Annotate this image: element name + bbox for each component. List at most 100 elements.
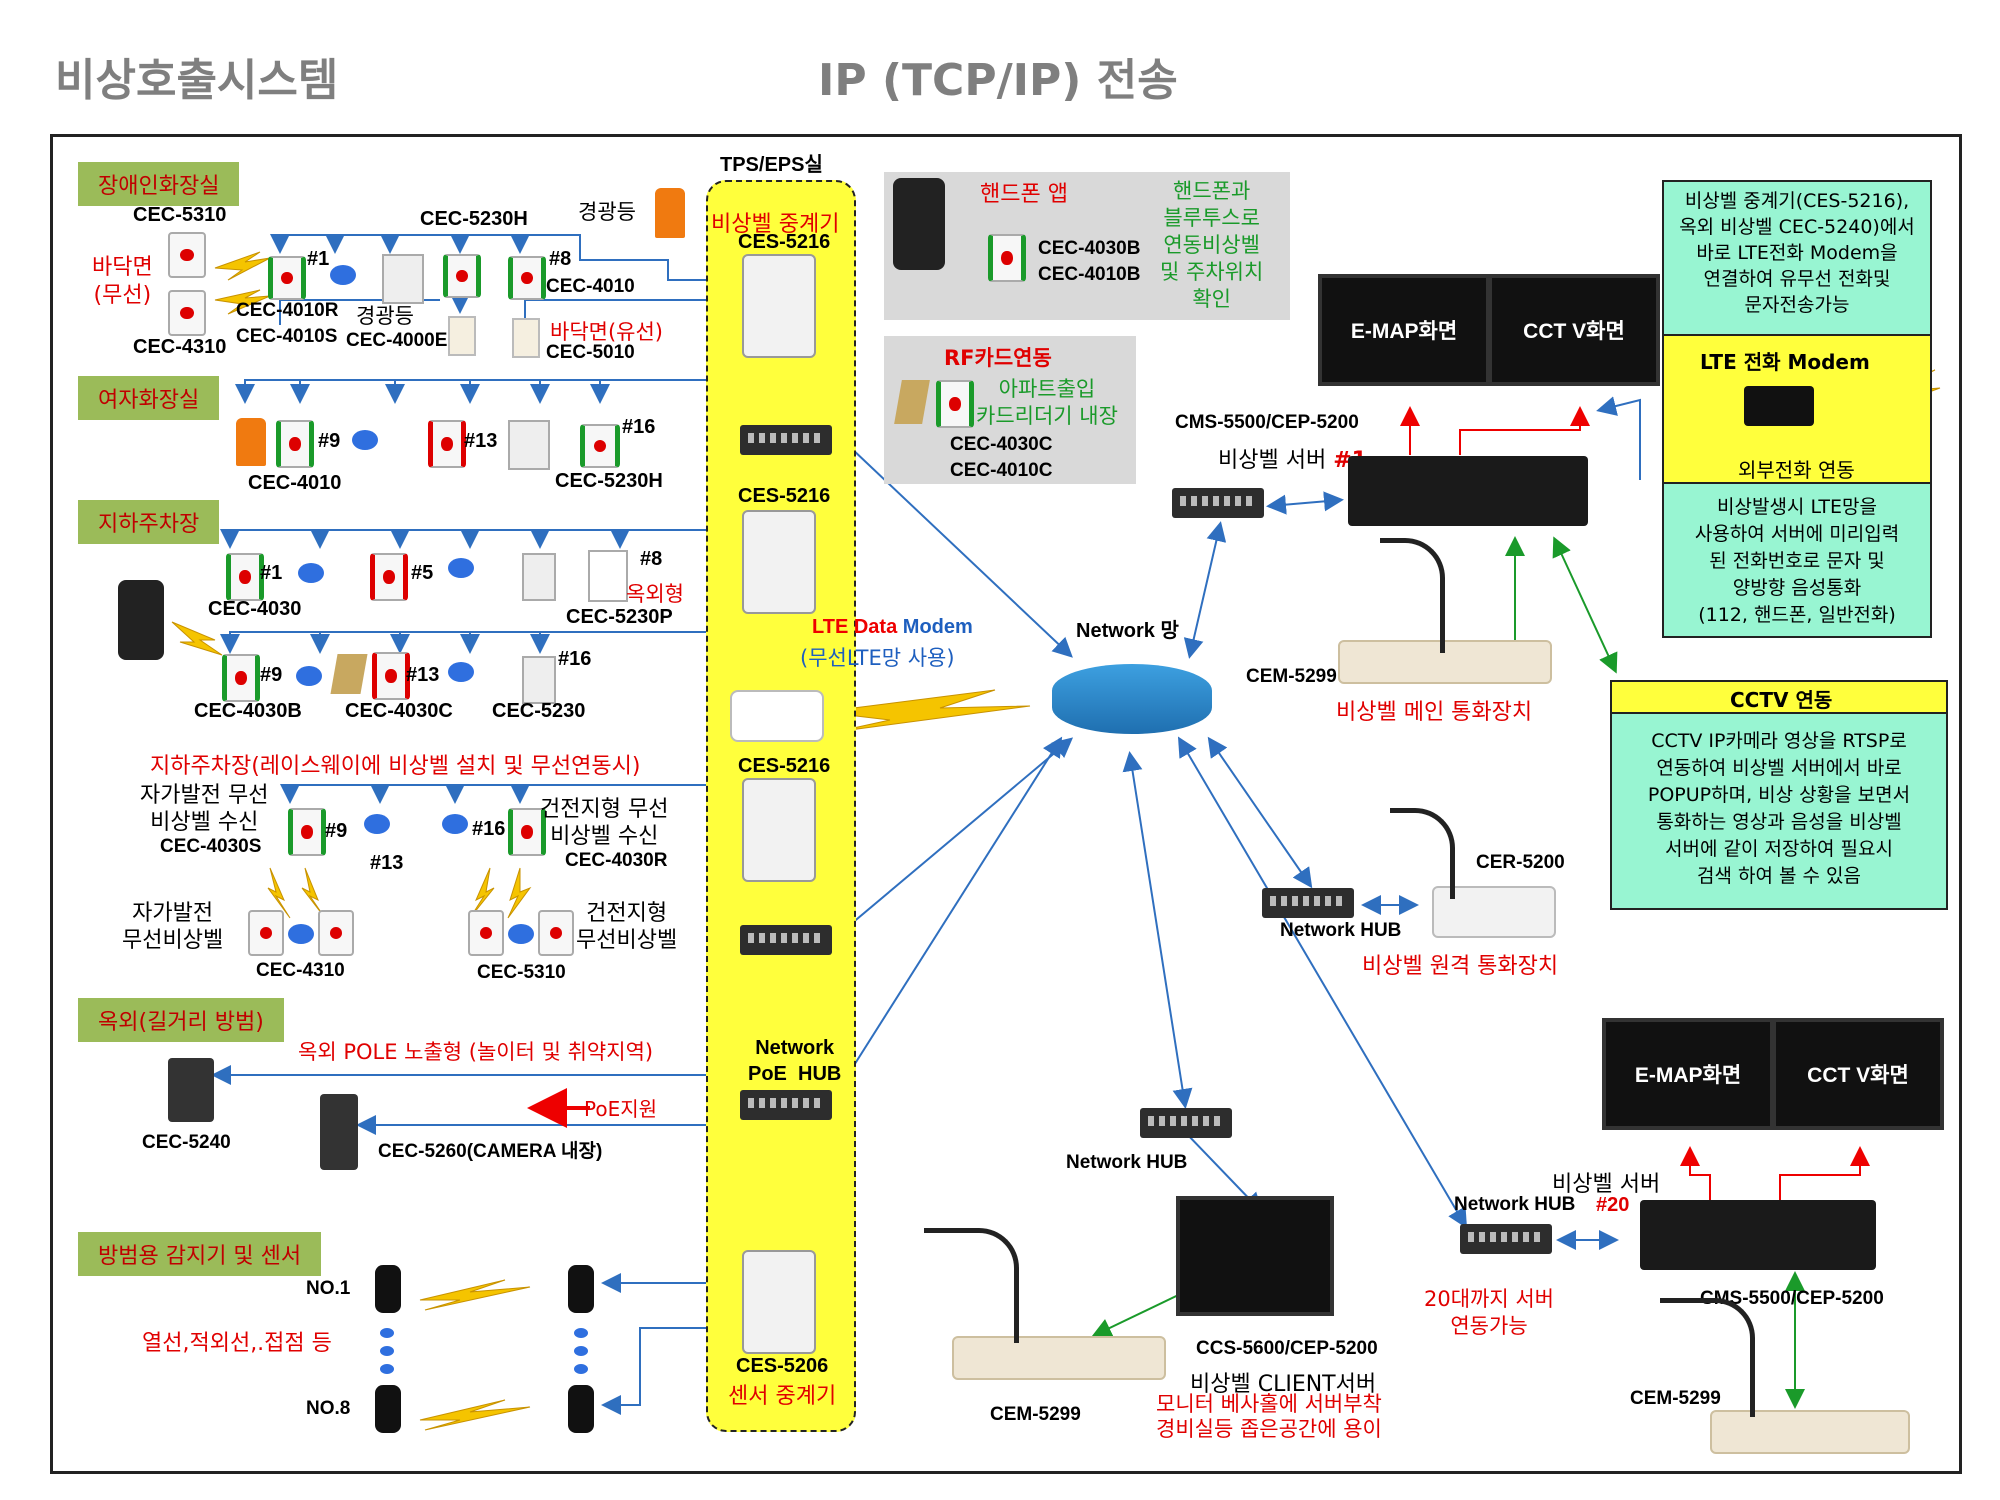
cec4000e-device xyxy=(448,316,476,356)
lte-modem-title: LTE 전화 Modem xyxy=(1700,350,1870,374)
sensor-dot-6 xyxy=(574,1364,588,1374)
s3w-cec4030r: CEC-4030R xyxy=(565,850,668,871)
s3-cec5230-label: CEC-5230 xyxy=(492,700,586,722)
server20-hub[interactable] xyxy=(1460,1224,1552,1254)
rf-title: RF카드연동 xyxy=(944,346,1052,370)
phone-app-device xyxy=(988,234,1026,282)
cctv-monitor-20[interactable]: CCT V화면 xyxy=(1772,1018,1944,1130)
warn-light-label: 경광등 xyxy=(578,200,636,224)
client-hub[interactable] xyxy=(1140,1108,1232,1138)
warning-light-icon-2 xyxy=(236,418,266,466)
emap-monitor-1[interactable]: E-MAP화면 xyxy=(1318,274,1490,386)
s2-cec5230h-label: CEC-5230H xyxy=(555,470,663,492)
server20-console-model: CEM-5299 xyxy=(1630,1388,1721,1409)
sensor-no8-label: NO.8 xyxy=(306,1398,351,1419)
lte-modem-device[interactable] xyxy=(1744,386,1814,426)
phone-app-title: 핸드폰 앱 xyxy=(980,182,1068,207)
cctv-title: CCTV 연동 xyxy=(1730,688,1833,712)
sensor-dot-5 xyxy=(574,1346,588,1356)
main-console[interactable] xyxy=(1338,640,1552,684)
s3-device-9 xyxy=(222,654,260,702)
poe-hub[interactable] xyxy=(740,1090,832,1120)
server1-label: 비상벨 서버 #1 xyxy=(1218,442,1367,474)
s3w-cec4310: CEC-4310 xyxy=(256,960,345,981)
s1-num-1: #1 xyxy=(307,248,330,270)
sensor-1-rx xyxy=(568,1265,594,1313)
s3w-dot-3 xyxy=(288,924,314,944)
s3w-num-13: #13 xyxy=(370,852,404,874)
s3w-recv-device-9 xyxy=(288,808,326,856)
sensor-1-tx xyxy=(375,1265,401,1313)
client-model: CCS-5600/CEP-5200 xyxy=(1196,1338,1378,1359)
s1-num-8: #8 xyxy=(549,248,572,270)
s3w-gen-recv: 자가발전 무선 비상벨 수신 xyxy=(140,783,269,835)
outdoor-pole-label: 옥외 POLE 노출형 (놀이터 및 취약지역) xyxy=(298,1040,654,1064)
sensor-8-rx xyxy=(568,1385,594,1433)
s3w-gen-bell-2 xyxy=(318,910,354,956)
s2-cec5230h-device xyxy=(508,420,550,470)
warning-light-icon xyxy=(655,188,685,238)
s3w-num-9: #9 xyxy=(325,820,348,842)
relay-device-2[interactable] xyxy=(742,510,816,614)
cec5010-device xyxy=(512,318,540,358)
cec5240-device xyxy=(168,1058,214,1122)
diagram-frame xyxy=(50,134,1962,1474)
server1-unit[interactable] xyxy=(1348,456,1588,526)
s2-cec4010-label: CEC-4010 xyxy=(248,472,342,494)
s3w-recv-device-16 xyxy=(508,808,546,856)
emap-monitor-20[interactable]: E-MAP화면 xyxy=(1602,1018,1774,1130)
lte-info-top: 비상벨 중계기(CES-5216), 옥외 비상벨 CEC-5240)에서 바로… xyxy=(1679,190,1915,316)
s3w-gen-bell: 자가발전 무선비상벨 xyxy=(122,901,224,953)
floor-wired-label: 바닥면(유선) xyxy=(550,320,663,344)
relay-model-2: CES-5216 xyxy=(738,485,831,507)
s3-cec4030-label: CEC-4030 xyxy=(208,598,302,620)
relay-model-1: CES-5216 xyxy=(738,231,831,253)
main-console-model: CEM-5299 xyxy=(1246,666,1337,687)
cec5230h-device xyxy=(382,254,424,304)
s3w-build-bell: 건전지형 무선비상벨 xyxy=(576,901,678,953)
cec5240-label: CEC-5240 xyxy=(142,1132,231,1153)
lte-data-modem[interactable] xyxy=(730,690,824,742)
cec4010r-label: CEC-4010R CEC-4010S xyxy=(236,300,339,347)
rf-desc: 아파트출입 카드리더기 내장 xyxy=(976,377,1118,428)
section-disabled-restroom: 장애인화장실 xyxy=(78,162,240,206)
relay-device-3[interactable] xyxy=(742,778,816,882)
cec4000e-label: CEC-4000E xyxy=(346,330,448,351)
lte-word: LTE xyxy=(812,616,849,638)
s3w-cec4030s: CEC-4030S xyxy=(160,836,262,857)
client-console[interactable] xyxy=(952,1336,1166,1380)
s3w-dot-2 xyxy=(442,814,468,834)
sensor-relay-device[interactable] xyxy=(742,1250,816,1354)
client-desc: 모니터 베사홀에 서버부착 경비실등 좁은공간에 용이 xyxy=(1156,1392,1382,1441)
server20-unit[interactable] xyxy=(1640,1200,1876,1270)
cctv-monitor-1[interactable]: CCT V화면 xyxy=(1488,274,1660,386)
sensor-relay-model: CES-5206 xyxy=(736,1355,829,1377)
cctv-info-box xyxy=(1610,680,1948,910)
network-router[interactable] xyxy=(1052,664,1212,734)
switch-2[interactable] xyxy=(740,925,832,955)
client-monitor[interactable] xyxy=(1176,1196,1334,1316)
s3-num-5: #5 xyxy=(411,562,434,584)
section-outdoor: 옥외(길거리 방범) xyxy=(78,998,284,1042)
poe-hub-label: Network PoE HUB xyxy=(748,1037,842,1085)
floor-wireless-label: 바닥면 (무선) xyxy=(92,255,153,308)
server1-switch[interactable] xyxy=(1172,488,1264,518)
section-womens-restroom: 여자화장실 xyxy=(78,376,220,420)
remote-hub[interactable] xyxy=(1262,888,1354,918)
remote-hub-label: Network HUB xyxy=(1280,920,1402,941)
s3w-build-recv: 건전지형 무선 비상벨 수신 xyxy=(540,797,669,849)
s2-num-9: #9 xyxy=(318,430,341,452)
relay-model-3: CES-5216 xyxy=(738,755,831,777)
s3-cec4030c-label: CEC-4030C xyxy=(345,700,453,722)
s3w-title: 지하주차장(레이스웨이에 비상벨 설치 및 무선연동시) xyxy=(150,754,641,779)
relay-device-1[interactable] xyxy=(742,254,816,358)
server20-console[interactable] xyxy=(1710,1410,1910,1454)
switch-1[interactable] xyxy=(740,425,832,455)
s3-dot-2 xyxy=(448,558,474,578)
server20-hub-label: Network HUB xyxy=(1454,1194,1576,1215)
s2-device-16 xyxy=(580,424,620,468)
s3w-num-16: #16 xyxy=(472,818,506,840)
s3w-build-bell-2 xyxy=(538,910,574,956)
s3-cec4030b-label: CEC-4030B xyxy=(194,700,302,722)
modem-word: Modem xyxy=(902,616,973,638)
